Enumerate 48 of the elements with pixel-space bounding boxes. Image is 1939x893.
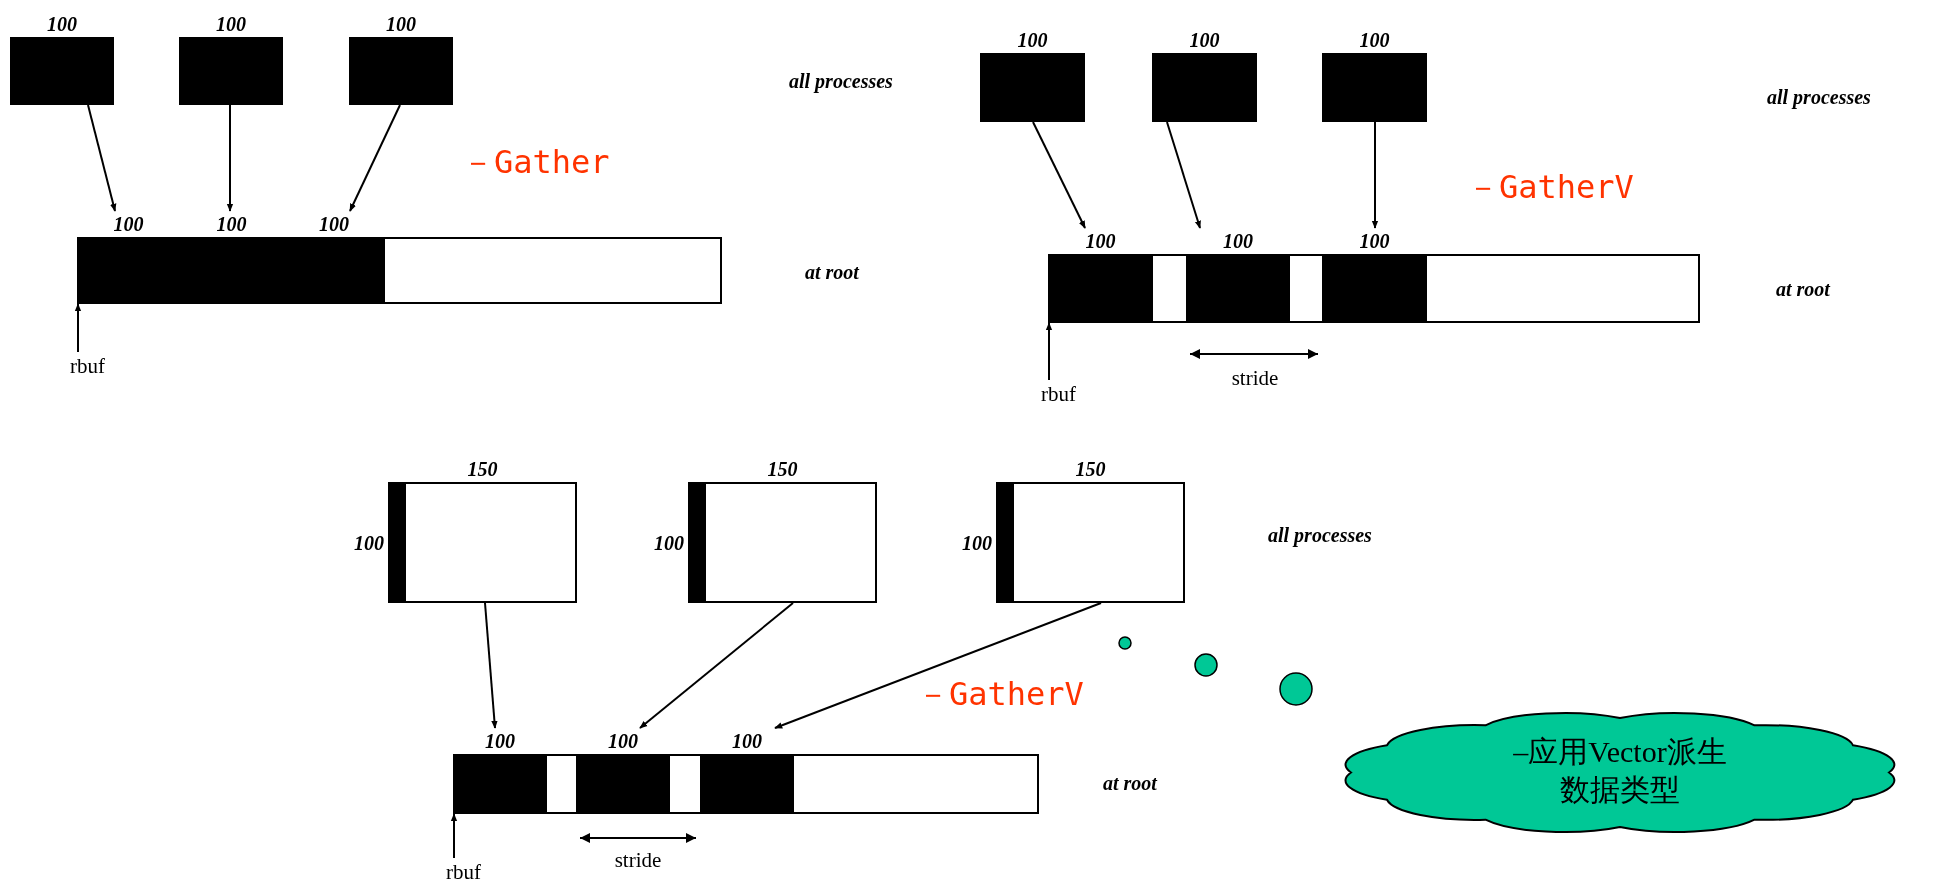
value-label: 100 [215, 212, 248, 237]
value-label: 100 [653, 530, 684, 556]
arrow [484, 602, 498, 729]
value-label: 100 [1358, 28, 1391, 53]
caption-text: all processes [1767, 85, 1871, 110]
arrow [1032, 121, 1086, 229]
arrow [639, 602, 794, 729]
caption-text: at root [1103, 771, 1157, 796]
value-label: 100 [731, 729, 763, 754]
arrow [87, 104, 117, 212]
pointer-label: rbuf [70, 353, 106, 380]
arrow [349, 104, 401, 212]
arrow [1045, 322, 1053, 381]
value-label: 100 [353, 530, 384, 556]
value-label: 100 [215, 12, 247, 37]
value-label: 100 [484, 729, 516, 754]
arrow [1166, 121, 1201, 229]
value-label: 100 [46, 12, 78, 37]
value-label: 100 [318, 212, 350, 237]
arrow [450, 813, 458, 859]
value-label: 100 [1358, 229, 1391, 254]
dimension-label: stride [613, 847, 663, 874]
value-label: 100 [1188, 28, 1221, 53]
value-label: 100 [385, 12, 417, 37]
pointer-label: rbuf [1041, 381, 1077, 408]
value-label: 150 [466, 457, 499, 482]
value-label: 150 [766, 457, 799, 482]
caption-text: all processes [1268, 523, 1372, 548]
dimension-label: stride [1230, 365, 1280, 392]
value-label: 100 [1016, 28, 1049, 53]
arrow [1371, 121, 1379, 229]
value-label: 100 [607, 729, 639, 754]
cloud-text: –应用Vector派生数据类型 [1512, 733, 1728, 808]
value-label: 150 [1074, 457, 1107, 482]
arrow [74, 303, 82, 353]
value-label: 100 [112, 212, 145, 237]
value-label: 100 [1084, 229, 1117, 254]
arrow [226, 104, 234, 212]
function-label: －Gather [462, 143, 610, 181]
value-label: 100 [1222, 229, 1254, 254]
value-label: 100 [961, 530, 992, 556]
function-label: －GatherV [1467, 168, 1634, 206]
caption-text: all processes [789, 69, 893, 94]
pointer-label: rbuf [446, 859, 482, 886]
arrow [774, 602, 1102, 729]
caption-text: at root [1776, 277, 1830, 302]
caption-text: at root [805, 260, 859, 285]
function-label: －GatherV [917, 675, 1084, 713]
